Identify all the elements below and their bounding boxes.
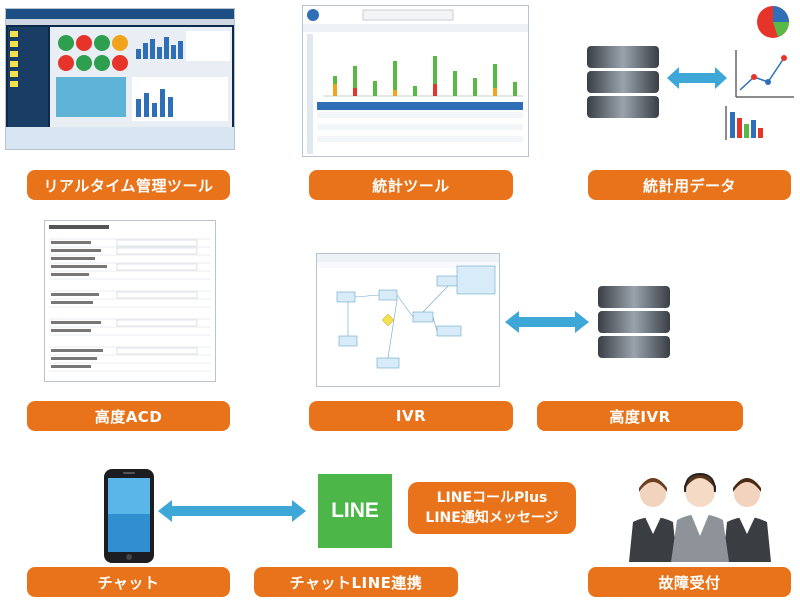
line-logo-text: LINE (331, 499, 379, 523)
stats-tool-label: 統計ツール (309, 170, 513, 200)
database-icon (594, 282, 674, 366)
database-icon (583, 42, 663, 126)
acd-form-image (45, 221, 215, 381)
line-call-text-1: LINEコールPlus (437, 488, 548, 508)
double-arrow-icon (505, 311, 589, 337)
line-call-box: LINEコールPlus LINE通知メッセージ (408, 482, 576, 534)
chat-label: チャット (27, 567, 230, 597)
chat-line-label: チャットLINE連携 (254, 567, 458, 597)
stats-data-label: 統計用データ (588, 170, 791, 200)
acd-screenshot (44, 220, 216, 382)
ivr-label: IVR (309, 401, 513, 431)
chart-icon (718, 2, 800, 142)
double-arrow-icon (158, 500, 306, 526)
fault-label: 故障受付 (588, 567, 791, 597)
line-call-text-2: LINE通知メッセージ (425, 508, 558, 528)
ivr-screenshot (316, 253, 500, 387)
smartphone-icon (103, 468, 155, 568)
acd-label: 高度ACD (27, 401, 230, 431)
operators-icon (625, 462, 775, 566)
stats-tool-image (303, 6, 528, 156)
ivr-flow-image (317, 254, 499, 386)
realtime-tool-image (6, 9, 234, 149)
realtime-tool-screenshot (5, 8, 235, 150)
adv-ivr-label: 高度IVR (537, 401, 743, 431)
realtime-tool-label: リアルタイム管理ツール (27, 170, 230, 200)
line-logo: LINE (318, 474, 392, 548)
stats-tool-screenshot (302, 5, 529, 157)
